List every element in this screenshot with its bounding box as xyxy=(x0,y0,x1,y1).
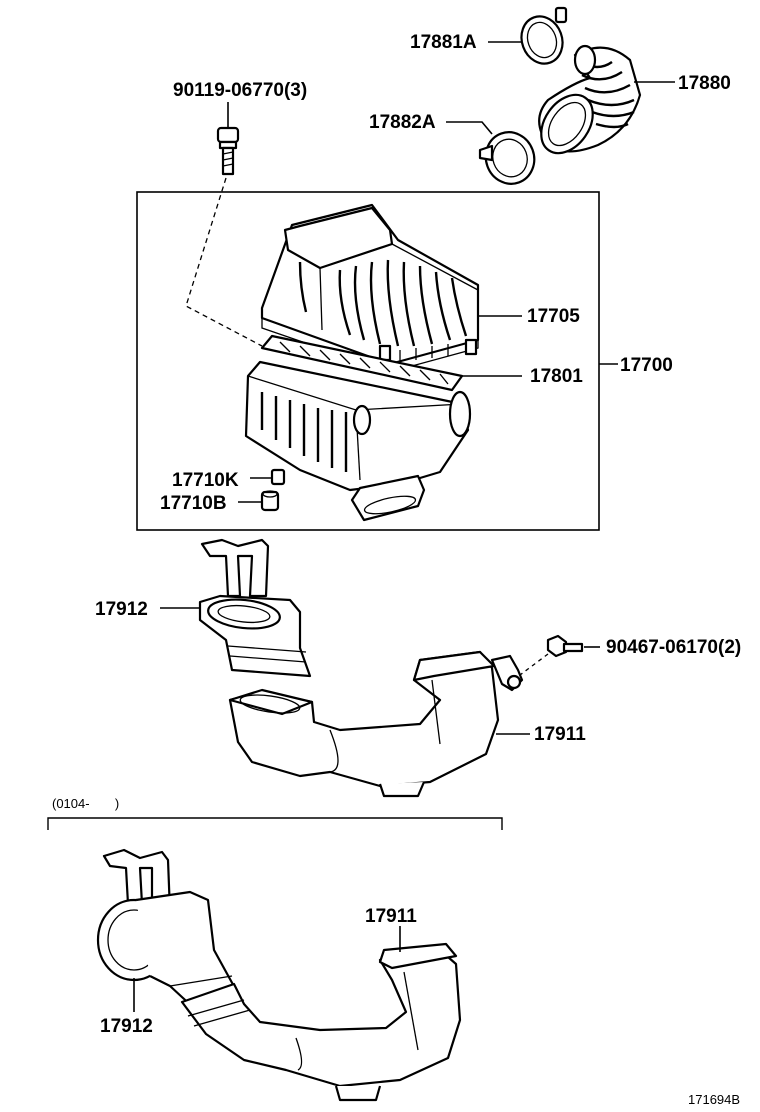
leader-17882a xyxy=(446,121,493,135)
label-17801: 17801 xyxy=(530,366,583,387)
case-drawing xyxy=(244,360,472,522)
label-figure-id: 171694B xyxy=(688,1092,740,1107)
dashed-screw-line xyxy=(515,653,549,679)
part-17710k-drawing xyxy=(270,468,286,486)
screw-90467-drawing xyxy=(546,634,584,658)
inlet-17911-lower-drawing xyxy=(180,942,462,1102)
label-date-range: (0104- ) xyxy=(52,796,119,811)
cap-17705-drawing xyxy=(260,203,480,373)
resonator-17912-upper-drawing xyxy=(198,538,312,678)
label-90467: 90467-06170(2) xyxy=(606,637,741,658)
dashed-bolt-line xyxy=(185,177,263,347)
label-90119: 90119-06770(3) xyxy=(173,80,307,101)
label-17911-upper: 17911 xyxy=(534,724,586,745)
clamp-17882a-drawing xyxy=(478,131,536,185)
bolt-90119-drawing xyxy=(216,126,240,176)
label-17700: 17700 xyxy=(620,355,673,376)
date-range-bracket xyxy=(47,817,503,830)
label-17705: 17705 xyxy=(527,306,580,327)
label-17880: 17880 xyxy=(678,73,731,94)
resonator-17912-lower-drawing xyxy=(96,848,238,1012)
assembly-box-17700 xyxy=(136,191,600,531)
part-17710b-drawing xyxy=(260,490,280,512)
inlet-17911-upper-drawing xyxy=(228,650,524,798)
label-17882a: 17882A xyxy=(369,112,436,133)
label-17912-lower: 17912 xyxy=(100,1016,153,1037)
label-17710k: 17710K xyxy=(172,470,239,491)
clamp-17881a-drawing xyxy=(520,6,568,65)
label-17911-lower: 17911 xyxy=(365,906,417,927)
label-17710b: 17710B xyxy=(160,493,227,514)
hose-17880-drawing xyxy=(538,44,642,155)
label-17881a: 17881A xyxy=(410,32,477,53)
label-17912-upper: 17912 xyxy=(95,599,148,620)
